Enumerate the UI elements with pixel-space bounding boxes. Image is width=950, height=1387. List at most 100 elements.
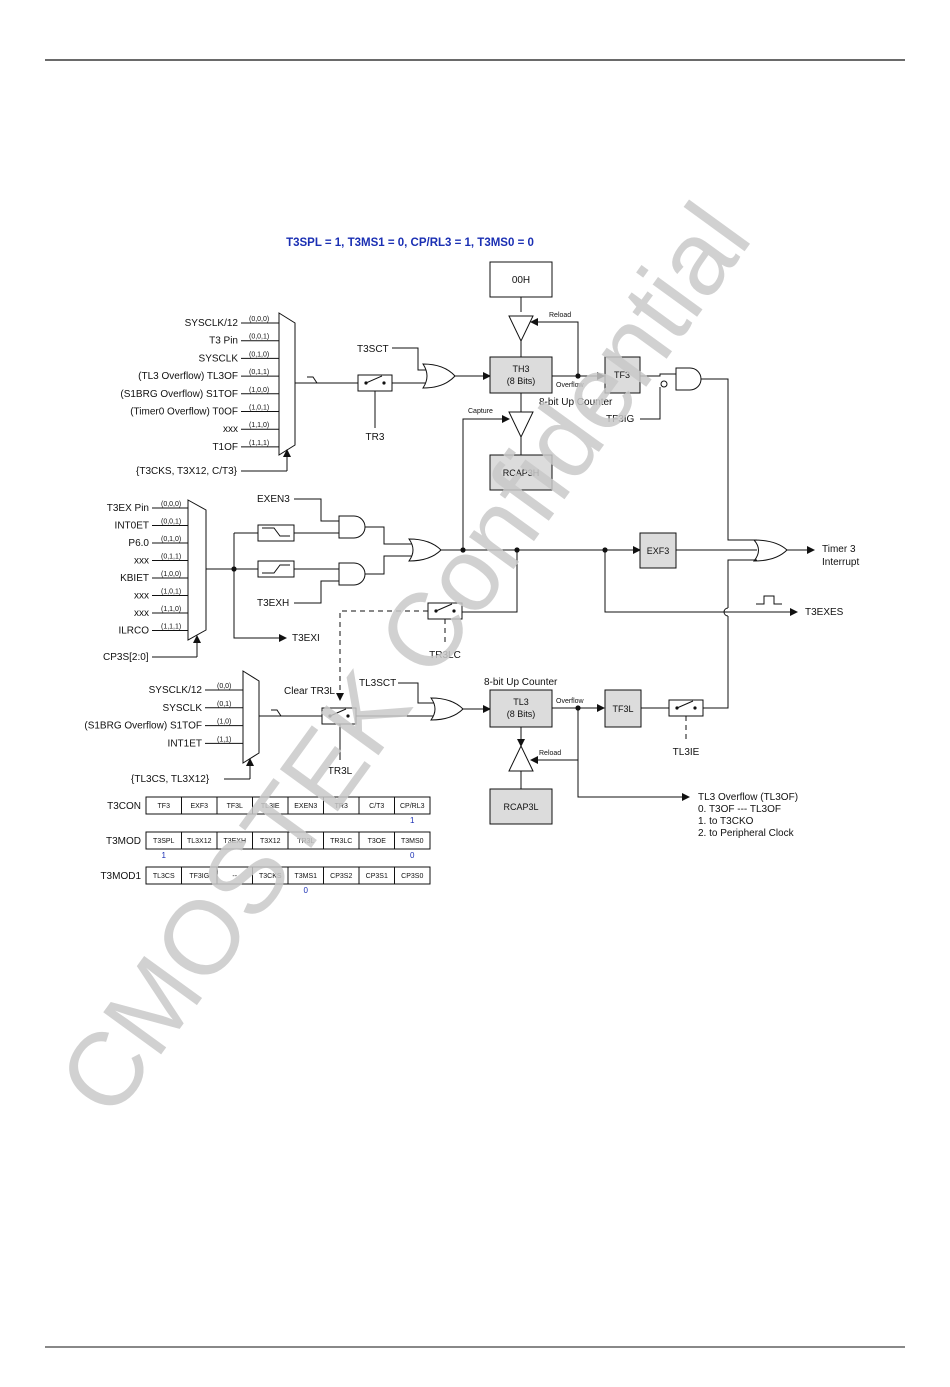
- mux3-clock-edge-icon: [271, 709, 289, 717]
- register-bit-value: 0: [304, 886, 309, 895]
- tr3lc-label: TR3LC: [429, 650, 461, 661]
- exen3-and-gate: [338, 515, 366, 539]
- register-cell: [394, 866, 431, 885]
- register-bit-label: T3X12: [260, 838, 281, 845]
- capture-label: Capture: [468, 408, 493, 415]
- mux1-select-code: (1,0,0): [249, 387, 269, 394]
- mux1-select-code: (0,0,1): [249, 334, 269, 341]
- register-bit-label: CP3S2: [330, 873, 352, 880]
- mux2-select-code: (0,0,0): [161, 501, 181, 508]
- mux1-select-label: {T3CKS, T3X12, C/T3}: [136, 466, 238, 477]
- register-bit-label: TF3: [158, 803, 171, 810]
- register-bit-label: CP3S1: [366, 873, 388, 880]
- mux3-select-label: {TL3CS, TL3X12}: [131, 774, 210, 785]
- svg-text:TF3: TF3: [614, 370, 630, 380]
- falling-edge-icon: [262, 527, 290, 537]
- register-cell: [394, 796, 431, 815]
- svg-text:(8 Bits): (8 Bits): [507, 709, 536, 719]
- mux2-input-label: xxx: [134, 608, 149, 619]
- mux2-select-code: (0,1,1): [161, 554, 181, 561]
- register-bit-label: TF3IG: [189, 873, 209, 880]
- falling-edge-detector: [257, 524, 295, 542]
- rcap3l-register: [489, 788, 553, 825]
- register-bit-label: TL3X12: [187, 838, 212, 845]
- mux1-select-code: (1,1,0): [249, 422, 269, 429]
- overflow-bottom-label: Overflow: [556, 698, 585, 705]
- reload-top-label: Reload: [549, 312, 571, 319]
- mux1-select-code: (0,0,0): [249, 316, 269, 323]
- tf3ig-label: TF3IG: [606, 414, 635, 425]
- register-bit-label: EXF3: [190, 803, 208, 810]
- mux1-input-label: (Timer0 Overflow) T0OF: [130, 407, 238, 418]
- mux2-input-label: xxx: [134, 556, 149, 567]
- mux3-input-label: SYSCLK/12: [149, 685, 203, 696]
- mux1-select-code: (1,0,1): [249, 405, 269, 412]
- t3sct-label: T3SCT: [357, 344, 389, 355]
- tr3-switch: [357, 374, 393, 392]
- tf3-flag: [604, 356, 641, 394]
- svg-text:TL3: TL3: [513, 697, 529, 707]
- timer3-label: Timer 3: [822, 544, 856, 555]
- diagram-title: T3SPL = 1, T3MS1 = 0, CP/RL3 = 1, T3MS0 …: [286, 237, 534, 249]
- mux2-select-code: (0,0,1): [161, 519, 181, 526]
- capture-source-mux: T3EX Pin(0,0,0)INT0ET(0,0,1)P6.0(0,1,0)x…: [103, 499, 207, 663]
- t3exes-label: T3EXES: [805, 607, 844, 618]
- mux3-select-code: (1,0): [217, 719, 231, 726]
- svg-text:RCAP3L: RCAP3L: [503, 802, 538, 812]
- mux1-input-label: SYSCLK/12: [185, 318, 239, 329]
- t3exh-label: T3EXH: [257, 598, 289, 609]
- mux2-select-code: (0,1,0): [161, 536, 181, 543]
- mux1-input-label: (TL3 Overflow) TL3OF: [138, 371, 238, 382]
- register-bit-label: C/T3: [369, 803, 384, 810]
- tl3of-note-line: 0. T3OF --- TL3OF: [698, 804, 781, 815]
- exf3-flag: [639, 532, 677, 569]
- t3exh-and-gate: [338, 562, 366, 586]
- mux2-select-label: CP3S[2:0]: [103, 652, 149, 663]
- mux3-select-code: (0,1): [217, 701, 231, 708]
- tl3sct-or-gate: [430, 697, 464, 721]
- interrupt-label: Interrupt: [822, 557, 859, 568]
- rising-edge-icon: [262, 564, 290, 574]
- svg-text:TH3: TH3: [512, 364, 529, 374]
- register-bit-label: CP/RL3: [400, 803, 425, 810]
- mux2-select-code: (1,0,1): [161, 589, 181, 596]
- clear-tr3l-label: Clear TR3L: [284, 686, 335, 697]
- register-bit-label: TR3: [335, 803, 348, 810]
- register-bit-label: --: [232, 873, 237, 880]
- mux1-input-label: xxx: [223, 424, 238, 435]
- register-bit-value: 1: [410, 816, 415, 825]
- mux2-select-code: (1,1,0): [161, 606, 181, 613]
- register-bit-label: EXEN3: [294, 803, 317, 810]
- register-bit-label: T3SPL: [153, 838, 175, 845]
- up-counter-bottom-label: 8-bit Up Counter: [484, 677, 558, 688]
- rcap3h-register: [489, 454, 553, 491]
- register-bit-label: T3CKS: [259, 873, 282, 880]
- mux1-input-label: T1OF: [212, 442, 238, 453]
- register-cell: [394, 831, 431, 850]
- up-counter-top-label: 8-bit Up Counter: [539, 397, 613, 408]
- mux3-input-label: INT1ET: [168, 738, 202, 749]
- reload-bottom-label: Reload: [539, 750, 561, 757]
- register-bit-label: TL3CS: [153, 873, 175, 880]
- capture-or-gate: [408, 538, 442, 562]
- mux2-select-code: (1,1,1): [161, 624, 181, 631]
- mux2-input-label: ILRCO: [118, 626, 149, 637]
- mux1-input-label: SYSCLK: [199, 353, 239, 364]
- tr3l-label: TR3L: [328, 766, 353, 777]
- th3-counter: [489, 356, 553, 394]
- pulse-icon: [756, 595, 782, 605]
- svg-text:(8 Bits): (8 Bits): [507, 376, 536, 386]
- mux1-select-code: (0,1,0): [249, 351, 269, 358]
- register-bit-value: 1: [162, 851, 167, 860]
- mux3-input-label: (S1BRG Overflow) S1TOF: [84, 721, 202, 732]
- mux2-input-label: P6.0: [128, 538, 149, 549]
- tl3-clock-mux: SYSCLK/12(0,0)SYSCLK(0,1)(S1BRG Overflow…: [84, 670, 260, 785]
- register-bit-label: TF3L: [227, 803, 243, 810]
- tl3of-note-line: TL3 Overflow (TL3OF): [698, 792, 798, 803]
- t3exi-label: T3EXI: [292, 633, 320, 644]
- register-name: T3CON: [107, 801, 141, 812]
- mux1-clock-edge-icon: [307, 376, 325, 384]
- register-bit-label: T3MS0: [401, 838, 424, 845]
- register-bit-value: 0: [410, 851, 415, 860]
- mux3-input-label: SYSCLK: [163, 703, 203, 714]
